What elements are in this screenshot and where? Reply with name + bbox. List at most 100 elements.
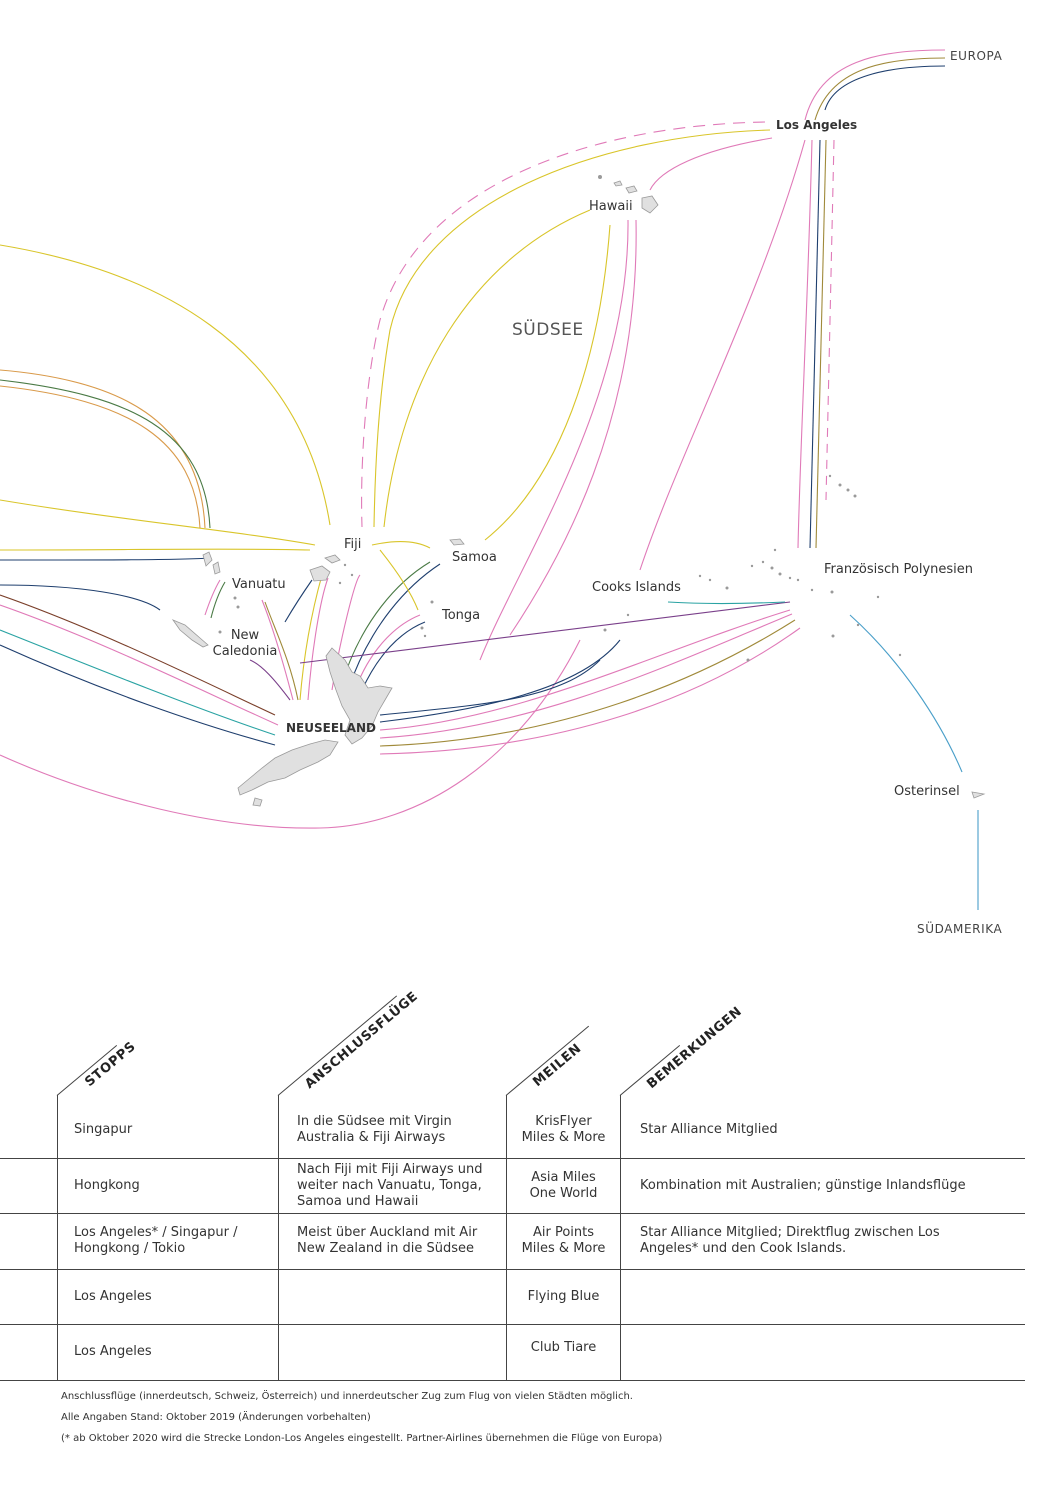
route-la-fiji-dashed	[361, 121, 766, 528]
row-divider	[0, 1380, 1025, 1381]
route-nz-vanuatu-olive	[264, 601, 299, 701]
route-map-svg	[0, 49, 986, 910]
route-la-polynesia-olive	[815, 139, 827, 549]
nz-stewart-island-shape	[252, 797, 263, 807]
column-divider	[278, 1095, 279, 1380]
island-dot	[788, 576, 792, 580]
route-fiji-samoa	[371, 541, 431, 549]
label-franz-polynesien: Französisch Polynesien	[824, 562, 974, 577]
meilen-line-1: Air Points	[532, 1225, 595, 1240]
meilen-line-1: Flying Blue	[527, 1289, 600, 1304]
route-hawaii-nz	[479, 219, 629, 661]
island-dot	[603, 628, 607, 632]
route-nz-fiji-pink	[307, 577, 329, 701]
route-west-fiji-yellow-2	[0, 499, 316, 546]
table-cell-meilen: Air Points Miles & More	[507, 1214, 620, 1268]
route-europa-la-navy	[824, 65, 946, 111]
route-nz-cooks-navy-2	[379, 639, 621, 723]
label-suedamerika: SÜDAMERIKA	[917, 922, 1003, 936]
table-cell-anschluss: Meist über Auckland mit Air New Zealand …	[297, 1225, 478, 1256]
route-nz-tonga-navy	[361, 621, 426, 691]
label-vanuatu: Vanuatu	[232, 577, 286, 592]
meilen-line-1: KrisFlyer	[535, 1114, 592, 1129]
route-west-fiji-yellow-1	[0, 244, 331, 526]
island-dot	[338, 581, 342, 585]
island-dot	[350, 573, 354, 577]
route-nz-polynesia-olive	[379, 619, 796, 747]
route-west-green	[0, 379, 211, 529]
island-dot	[876, 595, 880, 599]
island-dot	[708, 578, 712, 582]
label-neuseeland: NEUSEELAND	[286, 721, 376, 735]
table-cell-stopps: Los Angeles	[74, 1289, 152, 1304]
meilen-line-1: Club Tiare	[530, 1340, 597, 1355]
route-europa-la-pink	[804, 49, 946, 121]
label-osterinsel: Osterinsel	[894, 784, 960, 799]
meilen-line-2: Miles & More	[521, 1130, 606, 1145]
island-dot	[725, 586, 729, 590]
table-cell-stopps: Hongkong	[74, 1178, 140, 1193]
label-los-angeles: Los Angeles	[776, 118, 858, 132]
island-dot	[233, 596, 237, 600]
island-dot	[626, 613, 630, 617]
row-divider	[0, 1213, 1025, 1214]
island-dot	[750, 564, 754, 568]
footnote-2: Alle Angaben Stand: Oktober 2019 (Änderu…	[61, 1412, 371, 1423]
column-divider	[57, 1095, 58, 1380]
route-west-brown	[0, 594, 276, 716]
footnote-3: (* ab Oktober 2020 wird die Strecke Lond…	[61, 1433, 663, 1444]
route-map: EUROPA Los Angeles Hawaii SÜDSEE Fiji Sa…	[0, 49, 1003, 936]
column-divider	[620, 1095, 621, 1380]
route-la-polynesia-navy	[809, 139, 821, 549]
table-cell-bemerkung: Star Alliance Mitglied	[640, 1122, 778, 1137]
table-cell-meilen: Club Tiare	[507, 1321, 620, 1375]
island-dot	[343, 563, 347, 567]
route-europa-la-olive	[814, 57, 946, 121]
table-cell-meilen: KrisFlyer Miles & More	[507, 1103, 620, 1157]
island-dot	[598, 175, 602, 179]
island-dot	[770, 566, 774, 570]
island-dot	[828, 474, 832, 478]
header-meilen: MEILEN	[530, 1041, 585, 1090]
island-dot	[698, 574, 702, 578]
vanuatu-island-shape-2	[212, 561, 221, 575]
route-vanuatu-nc-pink	[204, 579, 221, 616]
column-divider	[506, 1095, 507, 1380]
fiji-island-shape-2	[324, 554, 341, 564]
route-vanuatu-nc-green	[210, 581, 226, 619]
route-nz-vanuatu-pink	[261, 599, 294, 701]
header-stopps: STOPPS	[82, 1039, 139, 1090]
label-suedsee: SÜDSEE	[512, 320, 584, 340]
row-divider	[0, 1158, 1025, 1159]
table-cell-stopps: Los Angeles	[74, 1344, 152, 1359]
hawaii-big-island-shape	[641, 195, 659, 214]
route-west-pink-nz	[0, 604, 279, 726]
island-dot	[796, 578, 800, 582]
island-dot	[856, 623, 860, 627]
route-nz-polynesia-purple	[299, 601, 791, 664]
label-tonga: Tonga	[442, 608, 481, 623]
island-dot	[810, 588, 814, 592]
route-cooks-polynesia-green	[667, 601, 786, 605]
header-bemerkungen: BEMERKUNGEN	[644, 1004, 746, 1092]
route-west-teal	[0, 629, 276, 736]
route-hawaii-nz-2	[509, 219, 637, 636]
fiji-island-shape	[309, 565, 331, 582]
route-nz-polynesia-pink-1	[379, 609, 791, 731]
hawaii-island-shape-2	[625, 185, 638, 194]
table-cell-anschluss: Nach Fiji mit Fiji Airways und weiter na…	[297, 1162, 483, 1209]
nz-north-island-shape	[325, 647, 393, 745]
island-dot	[746, 658, 750, 662]
island-dot	[761, 560, 765, 564]
label-samoa: Samoa	[452, 550, 497, 565]
route-nz-fiji-yellow	[299, 574, 323, 701]
route-nz-polynesia-navy	[379, 659, 601, 716]
nz-south-island-shape	[237, 739, 339, 796]
label-new-caledonia: New Caledonia	[210, 628, 280, 660]
island-dot	[846, 488, 850, 492]
table-cell-stopps: Singapur	[74, 1122, 133, 1137]
table-cell-stopps: Los Angeles* / Singapur / Hongkong / Tok…	[74, 1225, 238, 1256]
route-west-navy-nz	[0, 644, 276, 746]
island-dot	[420, 626, 424, 630]
header-divider	[277, 995, 398, 1096]
